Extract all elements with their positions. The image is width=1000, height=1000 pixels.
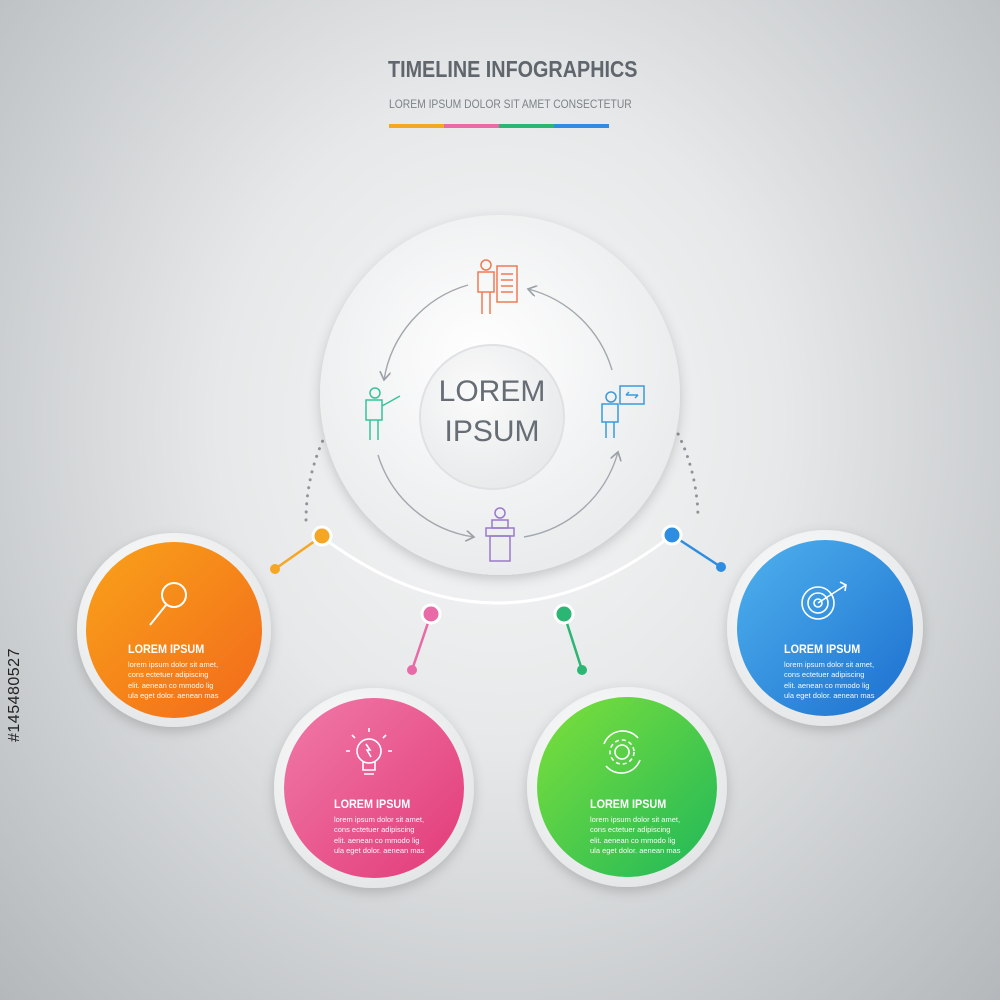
card-body-blue: lorem ipsum dolor sit amet, cons ectetue… — [784, 660, 875, 701]
gear-cycle-icon — [603, 730, 641, 774]
card-title-orange: LOREM IPSUM — [128, 642, 205, 656]
lightbulb-icon — [346, 728, 392, 775]
color-bar-pink — [444, 124, 499, 128]
connector-green — [553, 603, 587, 675]
center-inner-disc — [419, 344, 565, 490]
card-body-green: lorem ipsum dolor sit amet, cons ectetue… — [590, 815, 681, 856]
center-label-line1: LOREM — [438, 375, 546, 408]
color-bar-orange — [389, 124, 444, 128]
page-title: TIMELINE INFOGRAPHICS — [388, 56, 638, 82]
speaker-at-podium-icon — [485, 507, 515, 562]
card-title-pink: LOREM IPSUM — [334, 797, 411, 811]
card-disc-orange — [86, 542, 262, 718]
title-color-bar — [389, 124, 609, 128]
color-bar-green — [499, 124, 554, 128]
card-disc-green — [537, 697, 717, 877]
card-disc-blue — [737, 540, 913, 716]
connector-orange — [270, 525, 333, 574]
stock-id-label: #145480527 — [6, 648, 23, 742]
person-with-pointer-icon — [365, 387, 401, 440]
lower-connector-arc — [321, 533, 673, 605]
card-title-blue: LOREM IPSUM — [784, 642, 861, 656]
page-subtitle: LOREM IPSUM DOLOR SIT AMET CONSECTETUR — [389, 97, 632, 111]
card-body-pink: lorem ipsum dolor sit amet, cons ectetue… — [334, 815, 425, 856]
card-title-green: LOREM IPSUM — [590, 797, 667, 811]
connector-pink — [407, 603, 442, 675]
connector-blue — [661, 524, 726, 572]
magnifier-icon — [149, 582, 187, 626]
cycle-arrows — [377, 284, 618, 537]
center-label-line2: IPSUM — [444, 415, 540, 448]
center-label: LOREM IPSUM — [392, 372, 592, 452]
color-bar-blue — [554, 124, 609, 128]
card-body-orange: lorem ipsum dolor sit amet, cons ectetue… — [128, 660, 219, 701]
target-icon — [801, 581, 847, 620]
presenter-with-document-icon — [477, 259, 518, 314]
person-at-board-icon — [601, 385, 645, 438]
card-disc-pink — [284, 698, 464, 878]
